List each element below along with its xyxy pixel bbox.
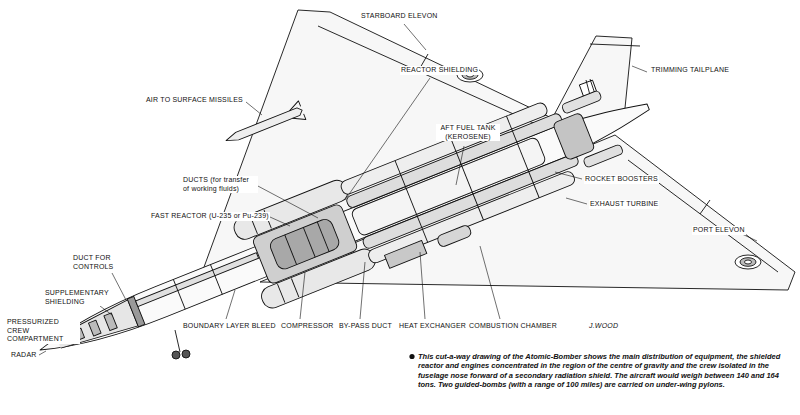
crew-seat <box>104 313 117 331</box>
part-label: DUCT FOR CONTROLS <box>72 254 118 271</box>
part-label: STARBOARD ELEVON <box>360 12 439 21</box>
part-label: DUCTS (for transfer of working fluids) <box>182 176 258 193</box>
leader-line <box>300 272 305 319</box>
reactor-rib <box>303 227 315 257</box>
part-label: TRIMMING TAILPLANE <box>650 66 730 75</box>
combustion-chamber <box>436 224 472 248</box>
artist-signature: J.WOOD <box>588 322 619 331</box>
control-duct <box>136 253 259 307</box>
compressor-rib <box>291 279 298 298</box>
part-label: BY-PASS DUCT <box>338 322 393 331</box>
leader-line <box>566 198 587 204</box>
leader-line <box>246 102 262 115</box>
duct-rib <box>395 161 428 243</box>
part-label: REACTOR SHIELDING <box>400 66 479 75</box>
leader-line <box>555 172 582 179</box>
part-label: COMBUSTION CHAMBER <box>468 322 558 331</box>
part-label: COMPRESSOR <box>280 322 335 331</box>
part-label: EXHAUST TURBINE <box>589 200 659 209</box>
part-label: AFT FUEL TANK (KEROSENE) <box>436 124 500 141</box>
leader-line <box>632 66 647 72</box>
bypass-duct <box>362 153 580 250</box>
leader-line <box>39 351 46 355</box>
fast-reactor <box>268 217 341 271</box>
fuselage-frame <box>210 265 222 295</box>
leader-line <box>456 146 464 185</box>
leader-line <box>100 306 112 315</box>
trimming-tailplane <box>590 44 640 46</box>
exhaust-turbine <box>553 112 596 160</box>
leader-line <box>742 234 757 241</box>
missile-fin <box>287 101 306 124</box>
part-label: RADAR <box>10 351 38 360</box>
caption-text: This cut-a-way drawing of the Atomic-Bom… <box>418 352 792 390</box>
crew-seat <box>88 320 101 336</box>
landing-gear-wheel <box>182 350 190 358</box>
part-label: FAST REACTOR (U-235 or Pu-239) <box>150 212 270 221</box>
rocket-booster <box>583 144 624 168</box>
fuselage <box>34 92 654 365</box>
port-elevon-edge <box>700 200 710 214</box>
starboard-elevon-hinge <box>318 26 540 126</box>
landing-gear-wheel <box>172 351 180 359</box>
roundel <box>745 260 752 264</box>
landing-gear-leg <box>175 330 180 352</box>
leader-line <box>360 262 365 319</box>
caption-bullet <box>409 354 414 359</box>
duct-rib <box>451 138 484 220</box>
part-label: HEAT EXCHANGER <box>398 322 467 331</box>
part-label: PRESSURIZED CREW COMPARTMENT <box>6 318 80 344</box>
rocket-booster <box>561 90 602 114</box>
fuselage-frame <box>173 279 185 309</box>
part-label: ROCKET BOOSTERS <box>584 175 659 184</box>
leader-line <box>270 217 290 226</box>
leader-line <box>404 24 426 50</box>
missile <box>225 106 304 144</box>
leader-line <box>112 273 126 300</box>
leader-line <box>345 78 430 200</box>
compressor-rib <box>278 284 285 303</box>
roundel <box>740 258 756 267</box>
part-label: BOUNDARY LAYER BLEED <box>182 322 277 331</box>
duct-rib <box>506 116 539 198</box>
leader-line <box>226 290 235 319</box>
part-label: PORT ELEVON <box>692 226 746 235</box>
reactor-rib <box>285 235 297 265</box>
leader-line <box>480 246 500 319</box>
part-label: SUPPLEMENTARY SHIELDING <box>44 289 108 306</box>
leader-line <box>420 252 425 319</box>
roundel <box>735 255 761 269</box>
part-label: AIR TO SURFACE MISSILES <box>145 96 244 105</box>
reactor-rib <box>317 222 329 252</box>
